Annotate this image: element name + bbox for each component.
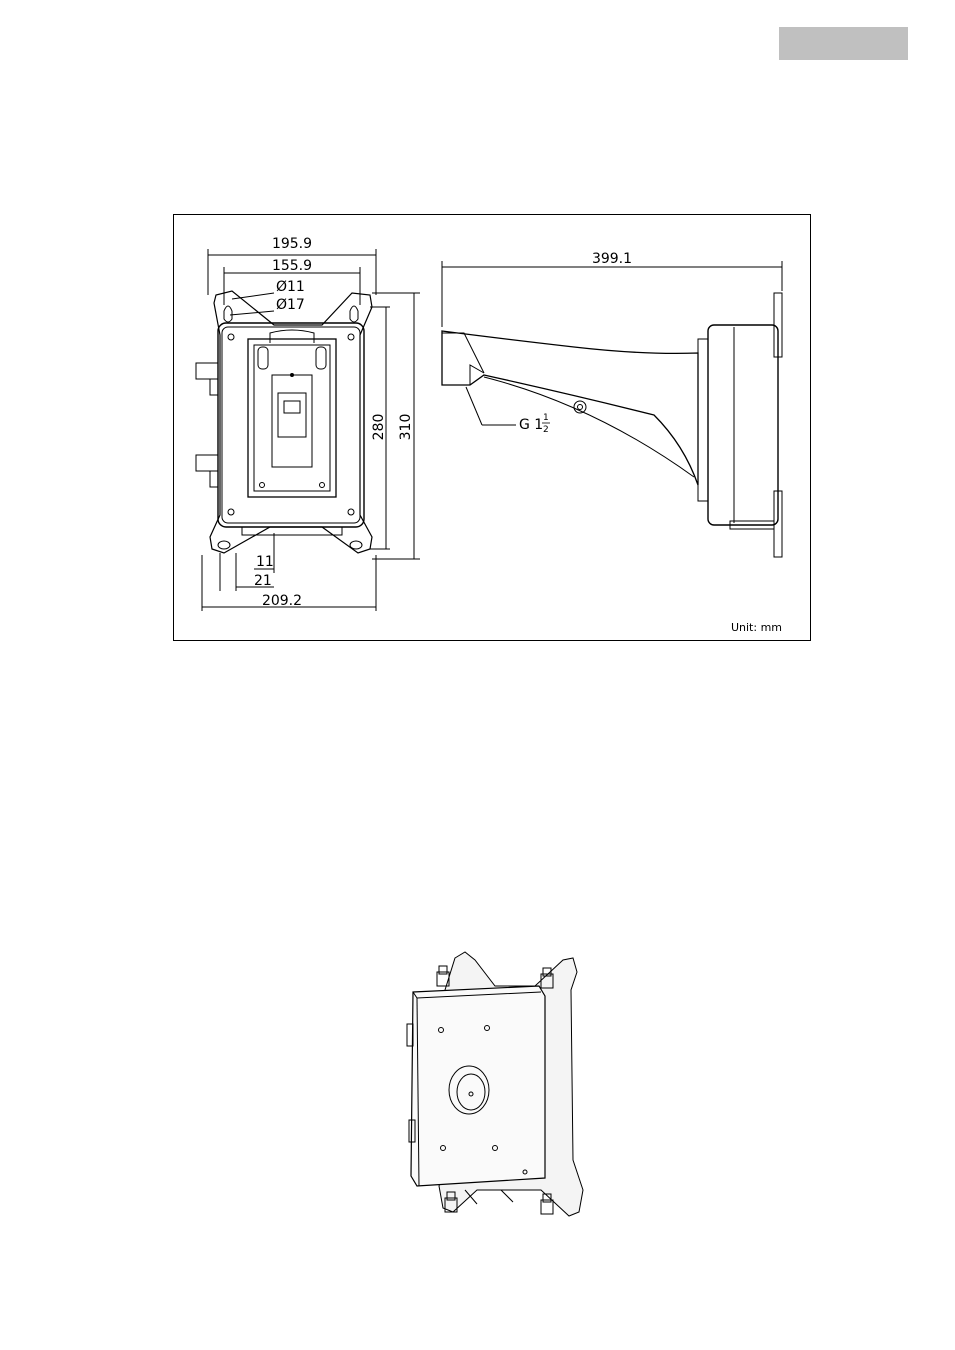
dim-thread-num: 1: [543, 413, 549, 423]
dim-hole-small: Ø11: [276, 279, 305, 295]
dim-height-outer: 310: [398, 414, 414, 441]
junction-box-illustration: [405, 950, 590, 1225]
dim-height-inner: 280: [371, 414, 387, 441]
dim-bottom-small: 11: [256, 554, 274, 570]
header-tab: [779, 27, 908, 60]
dim-bottom-medium: 21: [254, 573, 272, 589]
dim-thread-den: 2: [543, 425, 549, 435]
dim-width-inner: 155.9: [272, 258, 312, 274]
dimension-drawing: 195.9 155.9 Ø11 Ø17 280 310 11 21 209.2: [174, 215, 812, 642]
bolt-bottom-right: [541, 1194, 553, 1214]
dim-arm-length: 399.1: [592, 251, 632, 267]
dim-hole-large: Ø17: [276, 297, 305, 313]
dim-width-top: 195.9: [272, 236, 312, 252]
dim-width-bottom: 209.2: [262, 593, 302, 609]
dimension-drawing-frame: 195.9 155.9 Ø11 Ø17 280 310 11 21 209.2: [173, 214, 811, 641]
unit-label: Unit: mm: [731, 621, 782, 634]
side-view: [442, 261, 782, 557]
dim-thread: G 1: [519, 417, 543, 433]
